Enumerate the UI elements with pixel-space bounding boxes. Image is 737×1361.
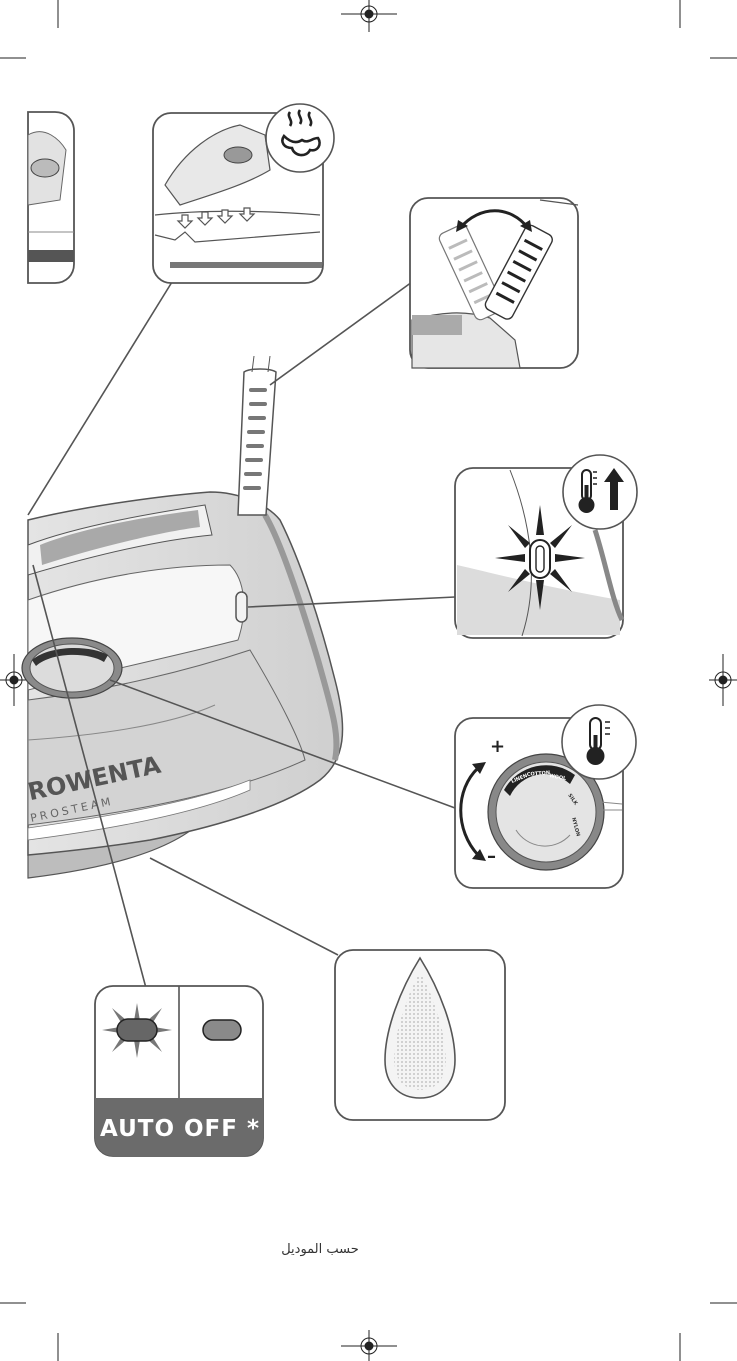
panel-temperature-dial: LINEN COTTON WOOL SILK NYLON + –	[454, 704, 637, 889]
steam-jets	[176, 207, 256, 229]
cord-guard-solid	[484, 224, 553, 320]
registration-mark-bottom	[341, 1330, 397, 1361]
dial-plus-sign: +	[490, 736, 505, 757]
auto-off-label: AUTO OFF *	[99, 1116, 261, 1142]
steam-icon	[265, 103, 335, 173]
panel-iron-partial	[27, 111, 75, 284]
registration-mark-top	[341, 0, 397, 32]
leader-lines	[27, 281, 456, 989]
dial-label-wool: WOOL	[549, 773, 568, 782]
registration-mark-left	[0, 654, 28, 706]
panel-soleplate	[334, 949, 506, 1121]
panel-auto-off	[94, 985, 264, 1157]
panel-heat-light	[454, 454, 638, 639]
light-burst-icon	[495, 505, 585, 610]
dial-minus-sign: –	[487, 846, 496, 867]
thermometer-icon	[561, 704, 637, 780]
auto-off-light-on	[102, 1003, 172, 1058]
double-arrow-icon	[458, 209, 530, 229]
dial-label-linen: LINEN	[511, 773, 529, 785]
panel-steam-burst	[152, 103, 335, 284]
registration-mark-right	[709, 654, 737, 706]
dial-label-nylon: NYLON	[570, 817, 581, 837]
model-dependent-note: حسب الموديل	[281, 1242, 359, 1257]
rotation-arrow-icon	[459, 762, 486, 861]
iron-body: ROWENTA PROSTEAM	[21, 355, 344, 879]
dial-label-cotton: COTTON	[527, 770, 551, 778]
auto-off-light-off	[202, 1019, 242, 1041]
cord-guard-ghost	[438, 224, 504, 321]
panel-cord-pivot	[409, 197, 579, 369]
thermometer-up-icon	[562, 454, 638, 530]
